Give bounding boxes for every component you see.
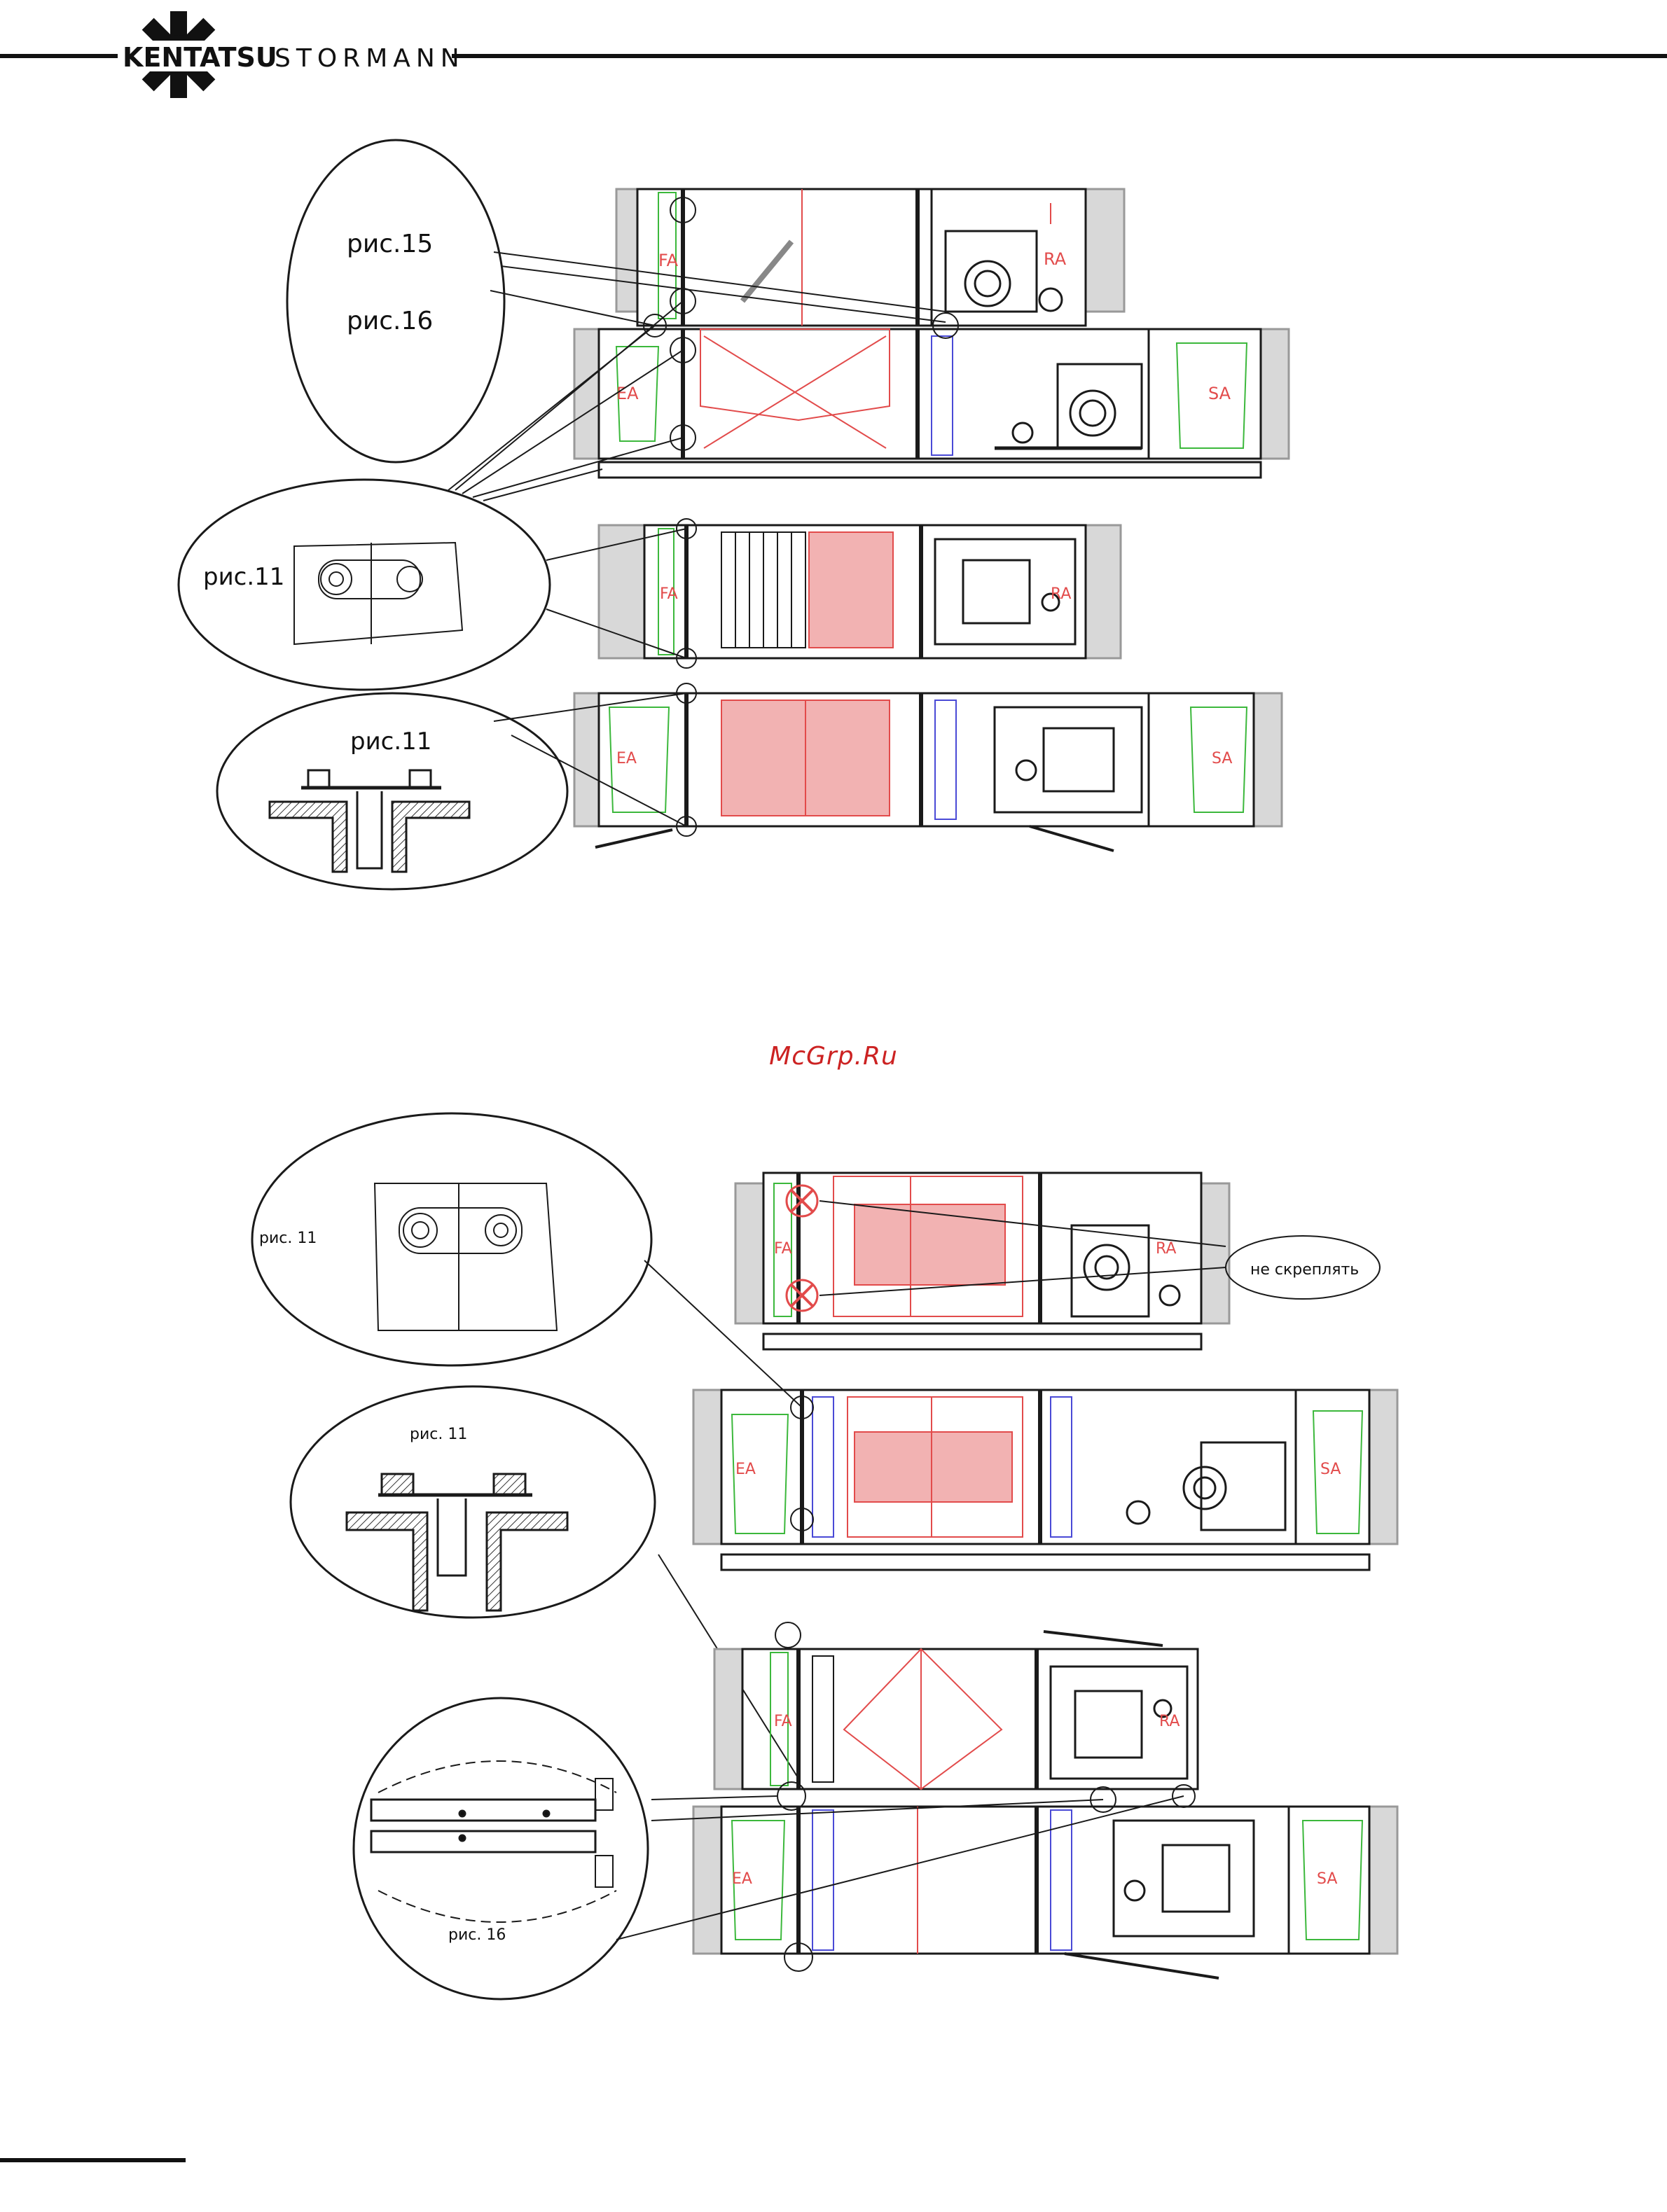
bottom-b-label-ea: EA <box>735 1461 756 1478</box>
flange-section-bottom <box>347 1474 567 1611</box>
top3-label-ra: RA <box>1051 585 1071 603</box>
callout-label-fig15: рис.15 <box>347 230 433 258</box>
top-label-fa: FA <box>658 251 679 270</box>
brand-right: STORMANN <box>275 44 465 73</box>
bottom-a-label-ra: RA <box>1156 1240 1176 1258</box>
top-unit-3: FA RA <box>599 519 1121 668</box>
bottom-d-label-sa: SA <box>1317 1870 1337 1888</box>
flange-section-top <box>270 770 469 872</box>
top-unit-4: EA SA <box>574 683 1282 851</box>
top-unit-upper: FA RA <box>616 189 1124 326</box>
kentatsu-logo: KENTATSU STORMANN <box>118 11 465 98</box>
callout-section-label: рис.11 <box>350 728 431 756</box>
bottom-callout-flange-label: рис. 11 <box>259 1230 317 1247</box>
callout-label-fig16: рис.16 <box>347 307 433 335</box>
bottom-a-label-fa: FA <box>774 1240 792 1258</box>
top4-label-ea: EA <box>616 750 637 767</box>
bottom-unit-d: EA SA <box>693 1807 1397 1978</box>
callout-flange-label: рис.11 <box>203 563 284 591</box>
bottom-unit-b: EA SA <box>693 1390 1397 1570</box>
bottom-unit-c: FA RA <box>714 1622 1198 1812</box>
figure-top: FA RA EA SA <box>179 140 1289 889</box>
bottom-callout-section-label: рис. 11 <box>410 1426 467 1443</box>
bottom-c-label-ra: RA <box>1159 1713 1180 1730</box>
bottom-c-label-fa: FA <box>774 1713 792 1730</box>
top-label-sa: SA <box>1208 384 1231 403</box>
top3-label-fa: FA <box>660 585 678 603</box>
bottom-callout-profile-label: рис. 16 <box>448 1926 506 1944</box>
page-header: KENTATSU STORMANN <box>0 11 1667 98</box>
figure-bottom: FA RA не скреплять EA <box>252 1113 1397 1999</box>
top-label-ra: RA <box>1044 249 1067 269</box>
note-do-not-fasten: не скреплять <box>1250 1261 1359 1279</box>
watermark: McGrp.Ru <box>700 1042 967 1071</box>
brand-left: KENTATSU <box>123 42 277 73</box>
bottom-b-label-sa: SA <box>1320 1461 1341 1478</box>
bottom-unit-a: FA RA <box>735 1173 1229 1349</box>
top4-label-sa: SA <box>1212 750 1232 767</box>
bottom-d-label-ea: EA <box>732 1870 752 1888</box>
